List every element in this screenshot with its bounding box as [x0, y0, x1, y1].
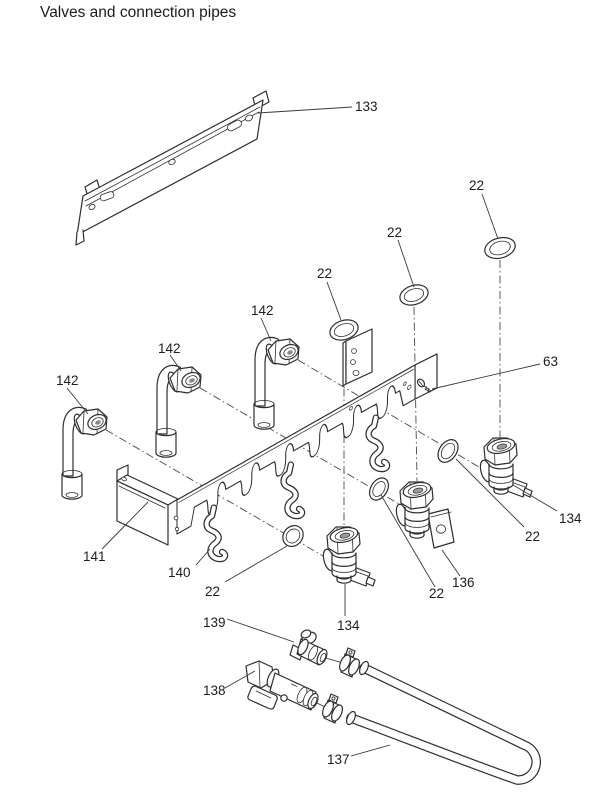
valve-136: [394, 480, 454, 548]
rail-end-plate: [345, 328, 373, 385]
part-label-139-16: 139: [203, 615, 226, 630]
leader-line-141-8: [101, 501, 149, 550]
leader-line-137-18: [350, 744, 391, 757]
part-label-22-2: 22: [387, 225, 402, 240]
leader-line-22-1: [481, 193, 499, 240]
valve-134-upper: [478, 436, 532, 497]
o-ring-22-top-right: [484, 236, 516, 260]
o-ring-22-top-middle: [399, 284, 429, 306]
pipe-end-lower: [345, 710, 357, 726]
o-rings-22: [282, 236, 516, 548]
bracket-hole: [88, 204, 96, 210]
leader-line-138-17: [224, 670, 256, 689]
retaining-clip-140-2: [281, 464, 302, 517]
part-label-134-11: 134: [337, 618, 360, 633]
leader-line-134-15: [512, 484, 558, 512]
valve-139: [289, 629, 328, 666]
elbow-pipe-142-3: [253, 336, 302, 430]
wall-bracket-133: [75, 90, 270, 246]
o-ring-22-left: [282, 524, 304, 548]
part-label-22-14: 22: [525, 529, 540, 544]
bracket-141-face: [116, 480, 169, 546]
part-label-22-12: 22: [429, 586, 444, 601]
part-label-136-13: 136: [452, 575, 475, 590]
part-label-22-3: 22: [317, 266, 332, 281]
bracket-hole: [245, 114, 253, 122]
valve-134-lower: [321, 525, 375, 586]
valve-138: [245, 660, 319, 711]
support-bracket-141: [116, 464, 179, 546]
leader-line-22-10: [224, 545, 288, 583]
valve-handle: [247, 685, 278, 710]
leader-line-142-6: [169, 354, 182, 372]
part-label-134-15: 134: [559, 511, 582, 526]
axis-line-vertical-middle: [413, 306, 418, 482]
part-label-22-1: 22: [469, 178, 484, 193]
bracket-face: [76, 99, 264, 236]
o-ring-22-top-left: [329, 319, 359, 341]
axis-line-diagonal-3: [297, 359, 485, 471]
leader-line-133-0: [257, 106, 353, 114]
screw-63: [416, 378, 432, 393]
part-label-141-8: 141: [83, 549, 106, 564]
rail-end-cap: [414, 353, 438, 400]
mounting-rail: [173, 328, 438, 535]
leader-line-22-12: [380, 494, 436, 588]
elbow-pipe-142-2: [155, 364, 204, 458]
hose-clamp-lower: [319, 693, 346, 724]
leader-line-142-5: [260, 317, 272, 342]
leader-line-136-13: [441, 549, 461, 577]
rail-front-face: [176, 364, 416, 535]
part-label-138-17: 138: [203, 683, 226, 698]
leader-line-139-16: [226, 618, 295, 643]
bracket-slot: [99, 191, 115, 202]
leader-line-63-4: [431, 363, 541, 390]
pipe-end-upper: [358, 660, 370, 676]
part-label-22-10: 22: [205, 584, 220, 599]
leader-line-142-7: [66, 387, 89, 415]
retaining-clip-140-3: [366, 417, 387, 470]
o-ring-22-middle: [368, 477, 390, 501]
part-label-142-7: 142: [56, 373, 79, 388]
labels-layer: 133 22 22 22 63 142 142 142 141 140 22 134 22 136 22 13…: [56, 99, 582, 767]
hose-clamp-upper: [336, 647, 363, 678]
flexible-pipe-137: [345, 660, 541, 785]
part-label-137-18: 137: [327, 752, 350, 767]
page-title: Valves and connection pipes: [40, 4, 236, 21]
leader-line-22-14: [455, 458, 525, 528]
leader-line-140-9: [195, 548, 211, 566]
leader-line-22-2: [397, 239, 415, 288]
part-label-140-9: 140: [168, 565, 191, 580]
part-label-133-0: 133: [355, 99, 378, 114]
part-label-142-6: 142: [158, 341, 181, 356]
o-ring-22-right: [437, 439, 459, 463]
part-label-63-4: 63: [543, 354, 558, 369]
bracket-hole: [168, 158, 176, 166]
bracket-slot: [227, 119, 242, 132]
part-label-142-5: 142: [251, 303, 274, 318]
leader-line-22-3: [326, 281, 342, 321]
elbow-pipe-142-1: [61, 406, 110, 500]
